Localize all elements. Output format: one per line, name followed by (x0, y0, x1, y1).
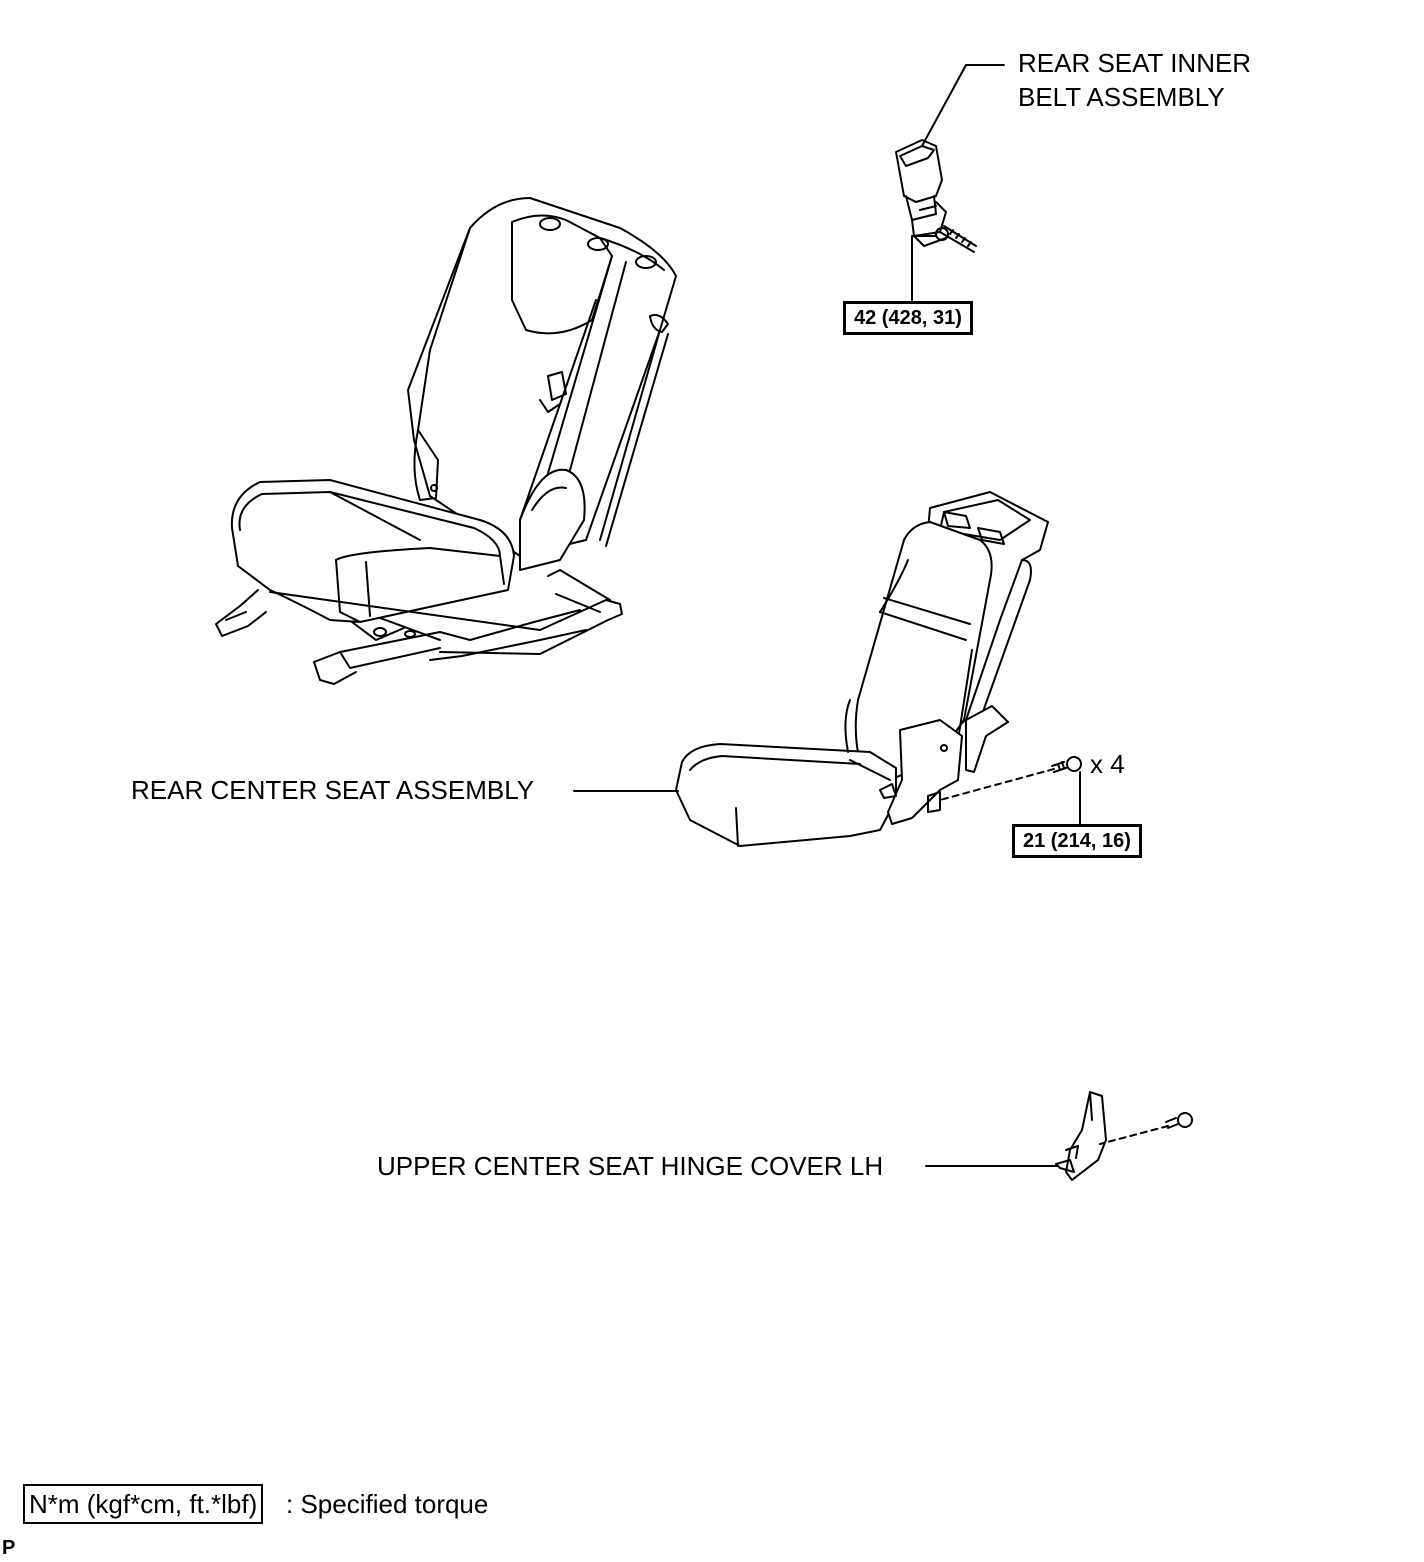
hinge-screw (1165, 1112, 1193, 1129)
bolt-quantity-label: x 4 (1090, 749, 1125, 779)
hinge-cover-illustration (1055, 1091, 1107, 1181)
belt-torque-spec: 42 (428, 31) (843, 301, 973, 335)
corner-code: P (2, 1537, 16, 1559)
rear-seat-illustration (215, 197, 677, 685)
belt-anchor-bolt (935, 225, 977, 253)
belt-leader-lines (911, 64, 1005, 303)
rear-center-seat-illustration (675, 491, 1049, 847)
seat-leader-lines (573, 768, 1081, 827)
hinge-cover-label: UPPER CENTER SEAT HINGE COVER LH (377, 1151, 884, 1181)
belt-label-line2: BELT ASSEMBLY (1018, 82, 1225, 112)
belt-label-line1: REAR SEAT INNER (1018, 48, 1252, 78)
torque-legend-units: N*m (kgf*cm, ft.*lbf) (23, 1484, 264, 1524)
rear-center-seat-label: REAR CENTER SEAT ASSEMBLY (131, 775, 535, 805)
hinge-leader-lines (925, 1125, 1169, 1167)
seat-torque-spec: 21 (214, 16) (1012, 824, 1142, 858)
seat-bolt (1051, 756, 1082, 773)
torque-legend-text: : Specified torque (286, 1489, 489, 1519)
